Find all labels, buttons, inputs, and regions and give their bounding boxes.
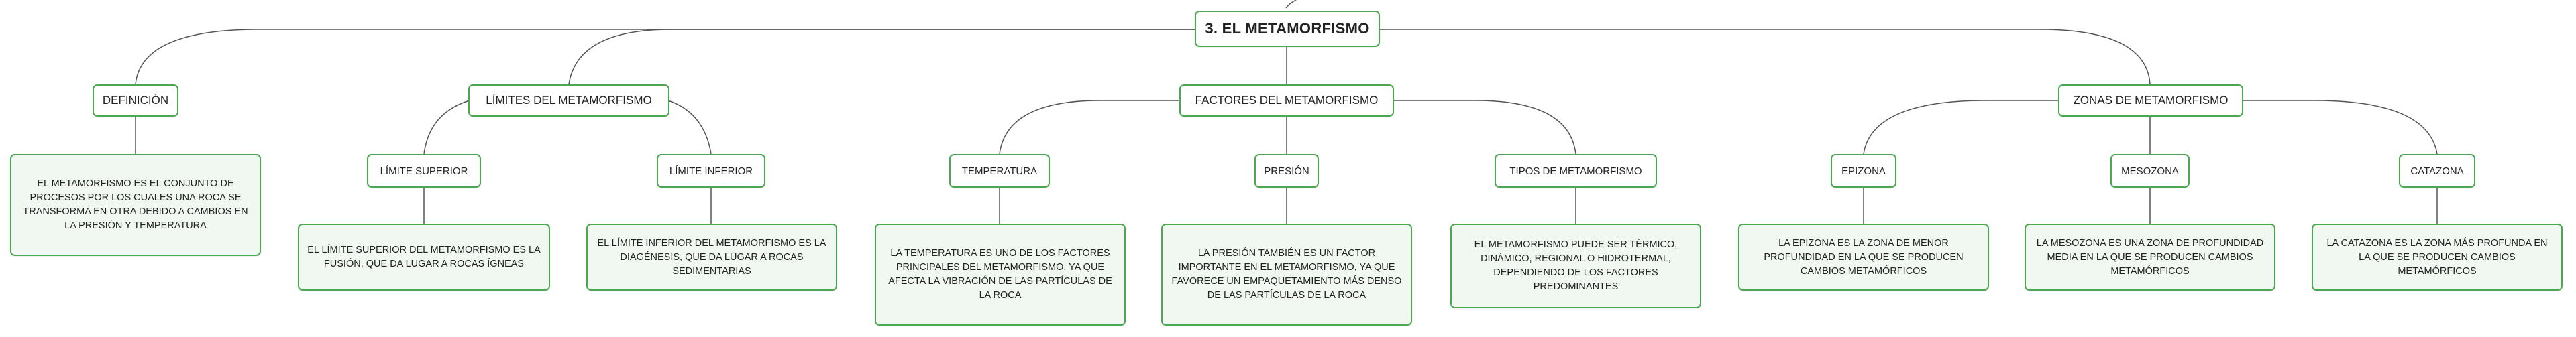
subtopic-presion-label: PRESIÓN bbox=[1264, 165, 1309, 177]
topic-limites[interactable]: LÍMITES DEL METAMORFISMO bbox=[468, 84, 669, 117]
subtopic-temperatura[interactable]: TEMPERATURA bbox=[949, 154, 1050, 188]
connector-root-zonas bbox=[1380, 29, 2151, 85]
subtopic-catazona-label: CATAZONA bbox=[2410, 165, 2464, 177]
connector-root-parent bbox=[1285, 0, 1297, 9]
connector-factores-temperatura bbox=[999, 100, 1179, 155]
topic-factores-label: FACTORES DEL METAMORFISMO bbox=[1195, 94, 1379, 107]
topic-definicion-label: DEFINICIÓN bbox=[102, 94, 169, 107]
root-label: 3. EL METAMORFISMO bbox=[1205, 20, 1370, 37]
subtopic-mesozona[interactable]: MESOZONA bbox=[2110, 154, 2190, 188]
subtopic-limite-superior[interactable]: LÍMITE SUPERIOR bbox=[367, 154, 481, 188]
subtopic-presion[interactable]: PRESIÓN bbox=[1254, 154, 1319, 188]
topic-factores[interactable]: FACTORES DEL METAMORFISMO bbox=[1179, 84, 1394, 117]
subtopic-tipos[interactable]: TIPOS DE METAMORFISMO bbox=[1495, 154, 1657, 188]
leaf-catazona[interactable]: LA CATAZONA ES LA ZONA MÁS PROFUNDA EN L… bbox=[2312, 224, 2563, 291]
leaf-limite-superior[interactable]: EL LÍMITE SUPERIOR DEL METAMORFISMO ES L… bbox=[298, 224, 550, 291]
leaf-temperatura-text: LA TEMPERATURA ES UNO DE LOS FACTORES PR… bbox=[888, 248, 1112, 301]
leaf-limite-inferior[interactable]: EL LÍMITE INFERIOR DEL METAMORFISMO ES L… bbox=[586, 224, 837, 291]
connector-zonas-epizona bbox=[1863, 100, 2058, 155]
connector-limites-superior bbox=[423, 100, 470, 155]
subtopic-temperatura-label: TEMPERATURA bbox=[961, 165, 1038, 177]
connector-limites-inferior bbox=[667, 100, 712, 155]
subtopic-tipos-label: TIPOS DE METAMORFISMO bbox=[1509, 165, 1642, 177]
subtopic-mesozona-label: MESOZONA bbox=[2121, 165, 2179, 177]
subtopic-limite-superior-label: LÍMITE SUPERIOR bbox=[380, 165, 468, 177]
leaf-definicion-text: EL METAMORFISMO ES EL CONJUNTO DE PROCES… bbox=[23, 178, 248, 231]
leaf-presion-text: LA PRESIÓN TAMBIÉN ES UN FACTOR IMPORTAN… bbox=[1171, 248, 1402, 301]
subtopic-epizona[interactable]: EPIZONA bbox=[1831, 154, 1896, 188]
leaf-mesozona[interactable]: LA MESOZONA ES UNA ZONA DE PROFUNDIDAD M… bbox=[2025, 224, 2275, 291]
leaf-tipos-text: EL METAMORFISMO PUEDE SER TÉRMICO, DINÁM… bbox=[1474, 239, 1678, 292]
subtopic-limite-inferior-label: LÍMITE INFERIOR bbox=[669, 165, 753, 177]
connector-zonas-catazona bbox=[2243, 100, 2438, 155]
subtopic-epizona-label: EPIZONA bbox=[1841, 165, 1886, 177]
topic-zonas-label: ZONAS DE METAMORFISMO bbox=[2073, 94, 2229, 107]
subtopic-catazona[interactable]: CATAZONA bbox=[2399, 154, 2475, 188]
connector-factores-tipos bbox=[1394, 100, 1576, 155]
connector-root-definicion bbox=[135, 29, 1195, 85]
leaf-tipos[interactable]: EL METAMORFISMO PUEDE SER TÉRMICO, DINÁM… bbox=[1450, 224, 1701, 308]
leaf-limite-inferior-text: EL LÍMITE INFERIOR DEL METAMORFISMO ES L… bbox=[597, 237, 826, 277]
leaf-presion[interactable]: LA PRESIÓN TAMBIÉN ES UN FACTOR IMPORTAN… bbox=[1161, 224, 1412, 326]
leaf-mesozona-text: LA MESOZONA ES UNA ZONA DE PROFUNDIDAD M… bbox=[2036, 237, 2264, 277]
topic-limites-label: LÍMITES DEL METAMORFISMO bbox=[486, 94, 652, 107]
leaf-catazona-text: LA CATAZONA ES LA ZONA MÁS PROFUNDA EN L… bbox=[2326, 237, 2548, 277]
root-node[interactable]: 3. EL METAMORFISMO bbox=[1195, 11, 1380, 47]
leaf-epizona-text: LA EPIZONA ES LA ZONA DE MENOR PROFUNDID… bbox=[1764, 237, 1964, 277]
connector-root-limites bbox=[568, 29, 1195, 85]
leaf-temperatura[interactable]: LA TEMPERATURA ES UNO DE LOS FACTORES PR… bbox=[875, 224, 1126, 326]
subtopic-limite-inferior[interactable]: LÍMITE INFERIOR bbox=[657, 154, 765, 188]
topic-definicion[interactable]: DEFINICIÓN bbox=[93, 84, 178, 117]
topic-zonas[interactable]: ZONAS DE METAMORFISMO bbox=[2058, 84, 2243, 117]
leaf-definicion[interactable]: EL METAMORFISMO ES EL CONJUNTO DE PROCES… bbox=[10, 154, 261, 256]
leaf-epizona[interactable]: LA EPIZONA ES LA ZONA DE MENOR PROFUNDID… bbox=[1738, 224, 1989, 291]
leaf-limite-superior-text: EL LÍMITE SUPERIOR DEL METAMORFISMO ES L… bbox=[307, 245, 541, 269]
